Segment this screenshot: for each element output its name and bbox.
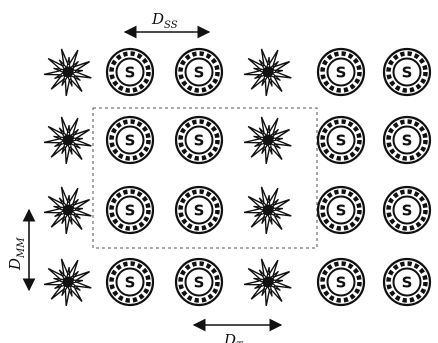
circled-s-icon: S xyxy=(105,115,155,165)
spiky-plant-icon xyxy=(243,258,292,307)
seedling-label: S xyxy=(402,202,413,220)
seedling-label: S xyxy=(402,274,413,292)
seedling-label: S xyxy=(194,202,205,220)
seedling-label: S xyxy=(194,274,205,292)
spiky-plant-icon xyxy=(43,186,92,235)
seedling-label: S xyxy=(336,274,347,292)
circled-s-icon: S xyxy=(105,47,155,97)
seedling-label: S xyxy=(194,132,205,150)
seedling-label: S xyxy=(194,64,205,82)
circled-s-icon: S xyxy=(382,47,432,97)
seedling-label: S xyxy=(402,132,413,150)
spiky-plant-icon xyxy=(243,48,292,97)
seedling-label: S xyxy=(336,64,347,82)
circled-s-icon: S xyxy=(382,115,432,165)
spiky-plant-icon xyxy=(243,116,292,165)
circled-s-icon: S xyxy=(174,257,224,307)
dss-label: DSS xyxy=(151,10,178,31)
circled-s-icon: S xyxy=(174,185,224,235)
spiky-plant-icon xyxy=(43,48,92,97)
circled-s-icon: S xyxy=(316,115,366,165)
bottom-label-main: D xyxy=(223,331,236,343)
circled-s-icon: S xyxy=(382,257,432,307)
dimension-dmm: DMM xyxy=(6,208,36,292)
bottom-label-sub: T xyxy=(236,341,244,343)
dashed-region xyxy=(92,107,318,249)
dmm-label-main: D xyxy=(6,258,24,271)
dmm-label: DMM xyxy=(6,237,27,271)
dimension-bottom: DT xyxy=(192,318,283,343)
seedling-label: S xyxy=(125,274,136,292)
planting-grid: S S S S S S S S S S S S S S S S xyxy=(43,47,432,307)
dimension-dss: DSS xyxy=(123,10,211,39)
spiky-plant-icon xyxy=(243,186,292,235)
circled-s-icon: S xyxy=(105,185,155,235)
dss-label-sub: SS xyxy=(164,20,178,31)
spiky-plant-icon xyxy=(43,258,92,307)
spiky-plant-icon xyxy=(43,116,92,165)
circled-s-icon: S xyxy=(382,185,432,235)
seedling-label: S xyxy=(125,64,136,82)
circled-s-icon: S xyxy=(105,257,155,307)
circled-s-icon: S xyxy=(316,257,366,307)
circled-s-icon: S xyxy=(174,115,224,165)
seedling-label: S xyxy=(336,202,347,220)
circled-s-icon: S xyxy=(316,185,366,235)
seedling-label: S xyxy=(336,132,347,150)
circled-s-icon: S xyxy=(174,47,224,97)
circled-s-icon: S xyxy=(316,47,366,97)
dss-label-main: D xyxy=(151,10,164,28)
bottom-label: DT xyxy=(223,331,244,343)
seedling-label: S xyxy=(125,202,136,220)
dmm-label-sub: MM xyxy=(16,237,27,259)
seedling-label: S xyxy=(402,64,413,82)
seedling-label: S xyxy=(125,132,136,150)
